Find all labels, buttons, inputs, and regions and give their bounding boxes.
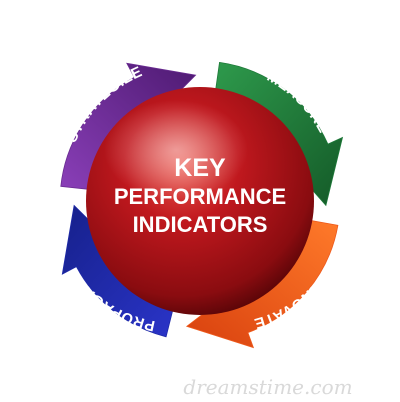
center-title-line-3: INDICATORS <box>133 212 268 237</box>
center-title-line-2: PERFORMANCE <box>114 184 286 209</box>
watermark: dreamstime.com <box>183 375 352 399</box>
center-sphere <box>86 87 314 315</box>
center-title-line-1: KEY <box>174 154 226 182</box>
